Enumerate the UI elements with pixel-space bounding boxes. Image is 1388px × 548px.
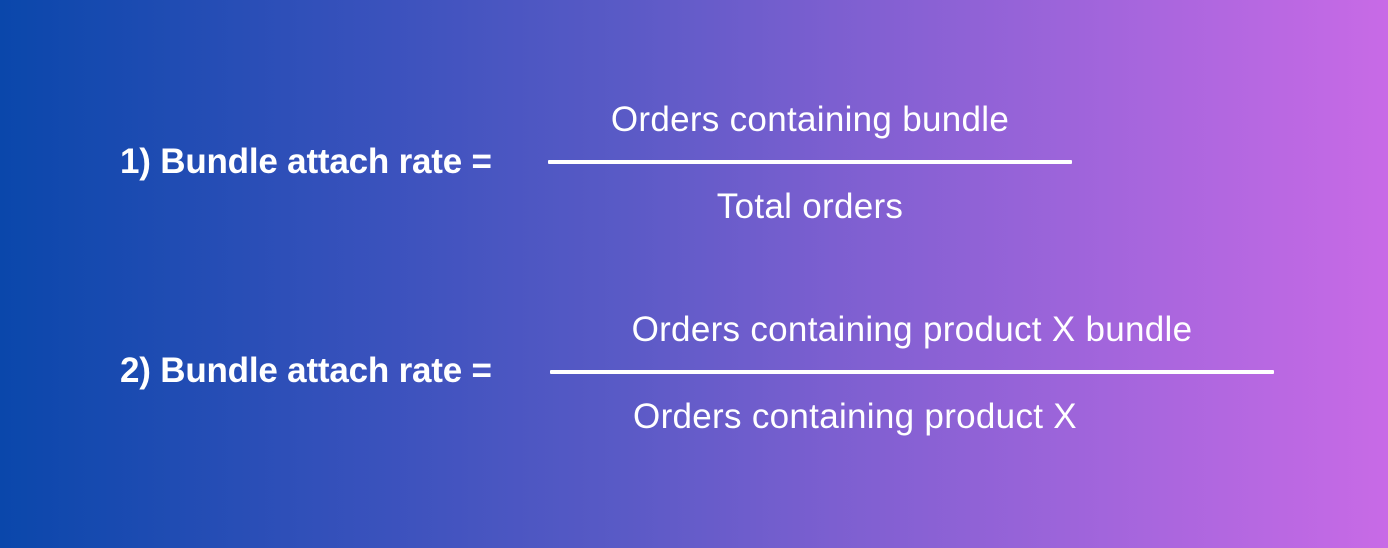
formula-1-label: 1) Bundle attach rate =: [120, 142, 492, 181]
formula-2-label: 2) Bundle attach rate =: [120, 351, 492, 390]
formula-2-denominator: Orders containing product X: [633, 397, 1077, 436]
formula-1-fraction-bar: [548, 160, 1072, 164]
formula-2-numerator: Orders containing product X bundle: [631, 310, 1193, 349]
formula-1-numerator: Orders containing bundle: [610, 100, 1010, 139]
formula-2-fraction-bar: [550, 370, 1274, 374]
formula-1-denominator: Total orders: [716, 187, 904, 226]
